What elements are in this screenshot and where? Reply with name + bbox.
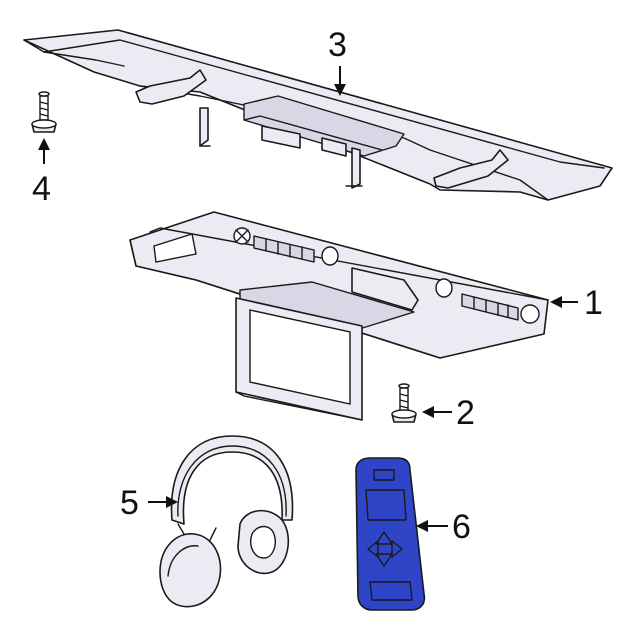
part-3-mounting-bracket — [23, 29, 613, 201]
callout-5: 5 — [120, 484, 139, 522]
part-2-screw — [391, 383, 417, 423]
callout-3: 3 — [328, 26, 347, 64]
callout-2: 2 — [456, 394, 475, 432]
callout-arrows — [38, 66, 578, 532]
callout-1: 1 — [584, 284, 603, 322]
callout-4: 4 — [32, 170, 51, 208]
part-6-remote — [355, 457, 426, 611]
part-1-overhead-console — [129, 211, 549, 421]
part-5-headphones — [159, 435, 294, 608]
four-way-arrow-icon — [367, 531, 403, 567]
callout-6: 6 — [452, 508, 471, 546]
part-4-screw — [31, 91, 57, 133]
